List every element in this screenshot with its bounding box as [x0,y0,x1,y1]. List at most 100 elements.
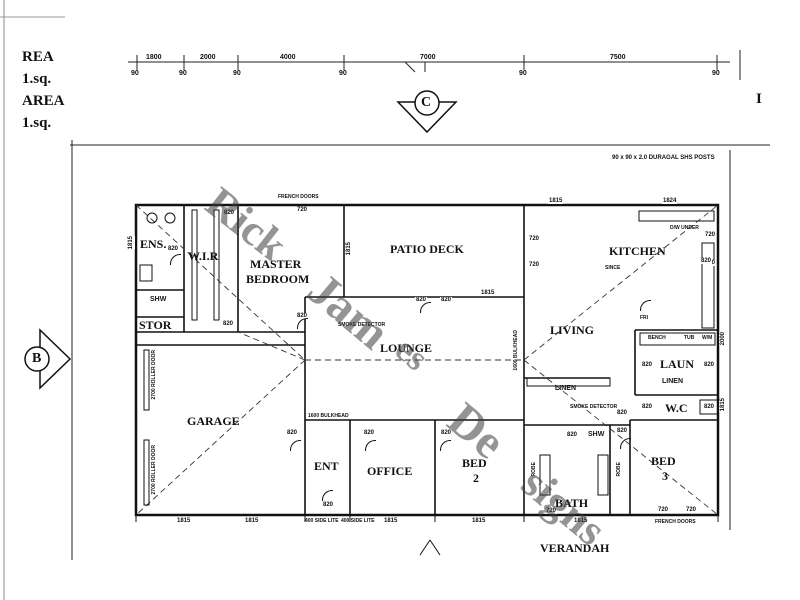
legend-area-1: REA [22,49,54,65]
axis-tick-2: 90 [179,70,187,77]
dim-vertical: 2000 [719,332,727,346]
door-size: 820 [286,430,299,436]
room-master-1: MASTER [250,257,302,271]
label-smoke-2: SMOKE DETECTOR [570,404,618,410]
room-bath: BATH [555,496,589,510]
dim-1815: 1815 [573,518,589,524]
door-size: 820 [440,297,453,303]
door-size: 820 [222,321,235,327]
section-c-label: C [421,95,432,110]
label-side-lite-1: 400 SIDE LITE [305,518,339,524]
legend-sq-2: 1.sq. [22,115,52,131]
top-dim-1: 1800 [146,54,162,61]
top-dim-3: 4000 [280,54,296,61]
door-size: 720 [685,507,698,513]
door-size: 820 [440,430,453,436]
label-bulkhead-1: 1600 BULKHEAD [308,413,349,419]
label-robe-2: ROBE [616,462,622,477]
door-size: 820 [641,362,654,368]
section-marker-b [24,328,72,390]
legend-sq-1: 1.sq. [22,71,52,87]
door-size: 820 [566,432,579,438]
door-size: 720 [704,232,717,238]
door-swing [290,440,301,451]
dim-top-1824: 1824 [662,198,678,204]
dim-1815: 1815 [480,290,496,296]
door-swing [640,300,651,311]
axis-tick-3: 90 [233,70,241,77]
room-office: OFFICE [367,464,413,478]
axis-tick-1: 90 [131,70,139,77]
door-swing [365,440,376,451]
top-dimension-line [128,55,730,73]
label-tub: TUB [684,335,695,341]
room-ent: ENT [314,459,339,473]
label-shw-bath: SHW [588,431,605,438]
label-roller-door-1: 2700 ROLLER DOOR [151,350,157,400]
room-garage: GARAGE [187,414,240,428]
label-linen-2: LINEN [662,378,683,385]
door-swing [170,254,181,265]
top-dim-5: 7500 [610,54,626,61]
room-living: LIVING [550,323,595,337]
room-patio-deck: PATIO DECK [390,242,464,256]
room-master-2: BEDROOM [246,272,310,286]
exterior-walls [134,203,720,517]
label-side-lite-2: 400 SIDE LITE [341,518,375,524]
label-roller-door-2: 2700 ROLLER DOOR [151,445,157,495]
door-size: 820 [703,362,716,368]
door-swing [440,440,451,451]
door-swing [322,490,333,501]
room-bed2-2: 2 [473,471,479,485]
fixtures [139,212,719,496]
dim-1815: 1815 [471,518,487,524]
section-marker-c [396,90,458,134]
door-size: 720 [528,262,541,268]
room-stor: STOR [139,318,172,332]
dim-1815: 1815 [176,518,192,524]
top-dim-4: 7000 [420,54,436,61]
door-size: 820 [616,410,629,416]
door-size: 720 [528,236,541,242]
door-size: 720 [657,507,670,513]
interior-walls [136,205,718,515]
door-size: 820 [167,246,180,252]
dim-1815: 1815 [244,518,260,524]
legend-area-2: AREA [22,93,65,109]
door-size: 820 [322,502,335,508]
door-size: 820 [641,404,654,410]
label-fri: FRI [640,315,649,321]
door-swing [297,318,308,329]
room-laun: LAUN [660,357,695,371]
post-note: 90 x 90 x 2.0 DURAGAL SHS POSTS [612,155,715,161]
label-linen-1: LINEN [555,385,576,392]
label-dw: D/W UNDER [670,225,699,231]
label-smoke-1: SMOKE DETECTOR [338,322,386,328]
room-lounge: LOUNGE [380,341,433,355]
label-bench: BENCH [648,335,666,341]
door-size: 820 [616,428,629,434]
door-swing [620,438,631,449]
axis-tick-6: 90 [712,70,720,77]
room-wir: W.I.R [188,249,219,263]
room-bed3-1: BED [651,454,676,468]
dim-vertical: 1815 [719,398,727,412]
door-swing [420,302,431,313]
windows [143,209,716,506]
section-b-label: B [32,351,42,366]
door-size: 820 [703,404,716,410]
axis-tick-4: 90 [339,70,347,77]
dim-top-1815: 1815 [548,198,564,204]
dim-vertical: 1815 [345,242,353,256]
axis-tick-5: 90 [519,70,527,77]
right-mark: I [756,91,762,107]
door-size: 820 [296,313,309,319]
label-french-doors-bottom: FRENCH DOORS [655,519,696,525]
door-size: 720 [296,207,309,213]
room-ens: ENS. [140,237,167,251]
door-size: 820 [415,297,428,303]
room-bed2-1: BED [462,456,487,470]
verandah-stair [419,539,441,556]
dim-vertical: 1815 [127,236,135,250]
